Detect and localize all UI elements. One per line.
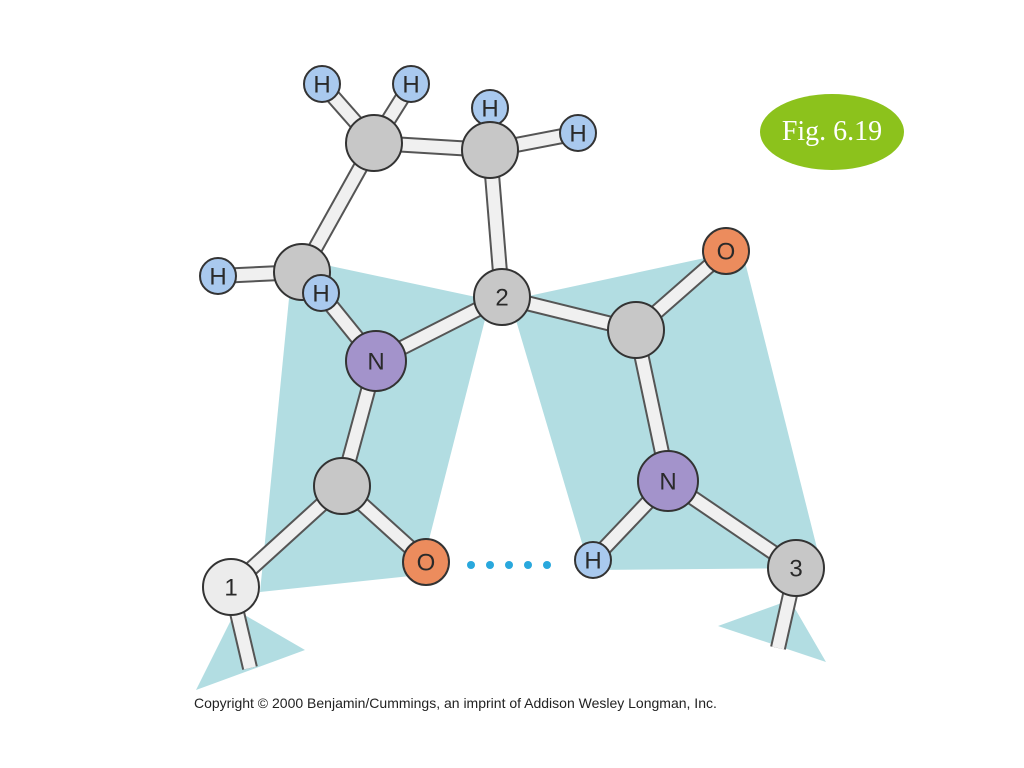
atom-label-h-bottom: H [584,548,601,575]
atom-label-n-left: N [367,349,384,376]
atom-h-bottom: H [574,541,612,579]
atom-label-h-left: H [209,264,226,291]
atom-label-h-top-3: H [481,96,498,123]
atom-label-alpha-c-1: 1 [224,575,237,602]
hbond-dot [543,561,551,569]
atom-label-alpha-c-3: 3 [789,556,802,583]
atom-h-ring-right: H [559,114,597,152]
atom-label-h-top-1: H [313,72,330,99]
hbond-dot [505,561,513,569]
hbond-dot [524,561,532,569]
atom-alpha-c-2: 2 [473,268,531,326]
atom-n-left: N [345,330,407,392]
atom-n-right: N [637,450,699,512]
alpha-3-wedge [718,600,826,662]
atom-label-h-top-2: H [402,72,419,99]
atom-o-top-right: O [702,227,750,275]
atom-h-top-2: H [392,65,430,103]
atom-alpha-c-3: 3 [767,539,825,597]
hydrogen-bond [467,561,551,569]
hbond-dot [486,561,494,569]
atom-label-h-on-n: H [312,281,329,308]
peptide-plane-left [260,258,490,592]
copyright-notice: Copyright © 2000 Benjamin/Cummings, an i… [194,695,717,711]
atom-label-h-ring-right: H [569,121,586,148]
atom-h-top-1: H [303,65,341,103]
atom-o-bottom: O [402,538,450,586]
atom-label-o-bottom: O [417,550,436,577]
atom-alpha-c-1: 1 [202,558,260,616]
ring-carbon-1 [345,114,403,172]
atom-label-alpha-c-2: 2 [495,285,508,312]
hbond-dot [467,561,475,569]
atom-h-on-n: H [302,274,340,312]
atom-h-left: H [199,257,237,295]
figure-badge: Fig. 6.19 [760,94,904,170]
ring-carbon-2 [461,121,519,179]
atom-h-top-3: H [471,89,509,127]
carbonyl-carbon-left [313,457,371,515]
atom-label-o-top-right: O [717,239,736,266]
figure-label: Fig. 6.19 [781,116,883,147]
peptide-plane-right [510,250,822,570]
atom-label-n-right: N [659,469,676,496]
carbonyl-carbon-right [607,301,665,359]
